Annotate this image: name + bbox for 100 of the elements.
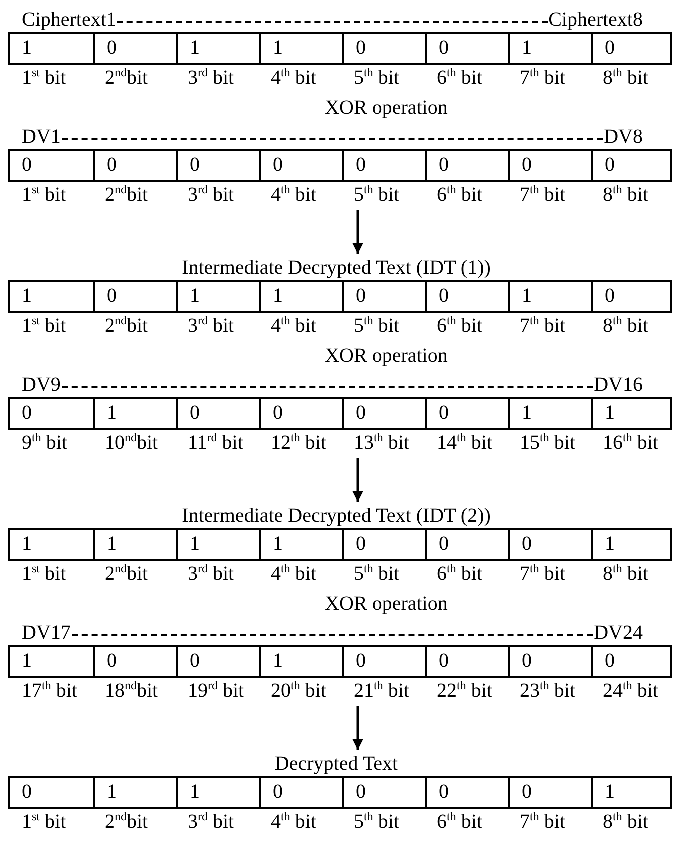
bit-cell: 1 — [259, 530, 342, 559]
bit-cell: 0 — [591, 647, 673, 676]
bit-cell: 0 — [259, 151, 342, 180]
bit-cell: 1 — [591, 399, 673, 428]
bit-label: 1$^{st}$ bit — [21, 182, 68, 208]
bit-label: 7$^{th}$ bit — [519, 65, 566, 91]
range-start-label: DV17 — [22, 621, 71, 645]
bit-label: 1$^{st}$ bit — [21, 561, 68, 587]
bit-cell: 0 — [591, 34, 673, 63]
bit-label: 5$^{th}$ bit — [353, 809, 400, 835]
bit-label: 18$^{nd}$bit — [104, 678, 160, 704]
bit-cell-text: 0 — [21, 780, 33, 805]
bit-label: 3$^{rd}$ bit — [187, 809, 236, 835]
bit-label: 7$^{th}$ bit — [519, 561, 566, 587]
bit-label: 13$^{th}$ bit — [353, 430, 410, 456]
bit-label: 15$^{th}$ bit — [519, 430, 576, 456]
bit-cell: 0 — [176, 647, 259, 676]
bit-label: 21$^{th}$ bit — [353, 678, 410, 704]
bit-label: 7$^{th}$ bit — [519, 182, 566, 208]
bit-label: 3$^{rd}$ bit — [187, 182, 236, 208]
bit-cell: 0 — [425, 530, 508, 559]
bit-label: 4$^{th}$ bit — [270, 65, 318, 91]
bit-cell: 1 — [259, 282, 342, 311]
bit-cell: 0 — [591, 282, 673, 311]
bit-label: 7$^{th}$ bit — [519, 809, 566, 835]
bit-cell: 0 — [93, 647, 176, 676]
bit-label: 6$^{th}$ bit — [436, 182, 484, 208]
bit-label: 8$^{th}$ bit — [602, 561, 650, 587]
bit-cell: 0 — [342, 778, 425, 807]
bit-label: 4$^{th}$ bit — [270, 313, 318, 339]
bit-label: 8$^{th}$ bit — [602, 182, 650, 208]
bit-label: 16$^{th}$ bit — [602, 430, 660, 456]
row-heading: Intermediate Decrypted Text (IDT (1)) — [182, 256, 491, 280]
bit-cell: 1 — [176, 282, 259, 311]
bit-cell: 0 — [425, 282, 508, 311]
bit-cell: 0 — [93, 151, 176, 180]
bit-cell: 0 — [425, 778, 508, 807]
bit-label: 6$^{th}$ bit — [436, 561, 484, 587]
bit-cell: 0 — [93, 34, 176, 63]
bit-label: 1$^{st}$ bit — [21, 313, 68, 339]
row-heading: Decrypted Text — [274, 752, 398, 776]
bit-label: 8$^{th}$ bit — [602, 809, 650, 835]
bit-label: 2$^{nd}$bit — [104, 313, 150, 339]
operation-label: XOR operation — [325, 593, 448, 615]
range-end-label: Ciphertext8 — [548, 8, 643, 32]
bit-label: 4$^{th}$ bit — [270, 809, 318, 835]
range-start-label: DV1 — [22, 125, 61, 149]
bit-cell: 0 — [342, 530, 425, 559]
bit-label: 2$^{nd}$bit — [104, 561, 150, 587]
arrow — [352, 706, 364, 750]
bit-cell: 0 — [176, 399, 259, 428]
bit-cell: 0 — [342, 34, 425, 63]
range-end-label: DV8 — [604, 125, 643, 149]
bit-cell: 1 — [93, 778, 176, 807]
bit-label: 7$^{th}$ bit — [519, 313, 566, 339]
bit-cell: 1 — [176, 34, 259, 63]
bit-cell: 1 — [93, 399, 176, 428]
bit-label: 3$^{rd}$ bit — [187, 561, 236, 587]
bit-label: 17$^{th}$ bit — [21, 678, 78, 704]
bit-label: 6$^{th}$ bit — [436, 809, 484, 835]
bit-cell: 1 — [591, 778, 673, 807]
bit-label: 22$^{th}$ bit — [436, 678, 494, 704]
bit-label: 4$^{th}$ bit — [270, 182, 318, 208]
bit-cell: 0 — [508, 647, 591, 676]
range-start-label: Ciphertext1 — [22, 8, 116, 32]
bit-cell: 0 — [342, 647, 425, 676]
bit-label: 1$^{st}$ bit — [21, 65, 68, 91]
bit-label: 1$^{st}$ bit — [21, 809, 68, 835]
bit-cell: 0 — [425, 399, 508, 428]
bit-label: 6$^{th}$ bit — [436, 65, 484, 91]
bit-cell: 1 — [93, 530, 176, 559]
bit-label: 5$^{th}$ bit — [353, 561, 400, 587]
bit-cell: 0 — [176, 151, 259, 180]
bit-label: 9$^{th}$ bit — [21, 430, 68, 456]
bit-label: 20$^{th}$ bit — [270, 678, 328, 704]
bit-cell: 1 — [176, 530, 259, 559]
arrow — [352, 458, 364, 502]
bit-cell: 0 — [425, 647, 508, 676]
range-end-label: DV24 — [594, 621, 643, 645]
row-heading: Intermediate Decrypted Text (IDT (2)) — [182, 504, 491, 528]
bit-label: 11$^{rd}$ bit — [187, 430, 244, 456]
bit-cell-text: 1 — [21, 284, 33, 309]
bit-cell: 0 — [342, 282, 425, 311]
bit-cell: 0 — [508, 778, 591, 807]
bit-label: 2$^{nd}$bit — [104, 182, 150, 208]
bit-cell: 1 — [508, 399, 591, 428]
bit-label: 12$^{th}$ bit — [270, 430, 328, 456]
bit-cell: 0 — [425, 34, 508, 63]
range-end-label: DV16 — [594, 373, 643, 397]
bit-cell: 0 — [342, 399, 425, 428]
bit-cell: 1 — [508, 282, 591, 311]
bit-label: 6$^{th}$ bit — [436, 313, 484, 339]
bit-cell: 0 — [93, 282, 176, 311]
bit-label: 3$^{rd}$ bit — [187, 65, 236, 91]
bit-label: 5$^{th}$ bit — [353, 65, 400, 91]
bit-cell: 1 — [176, 778, 259, 807]
operation-label: XOR operation — [325, 97, 448, 119]
arrow — [352, 210, 364, 254]
operation-label: XOR operation — [325, 345, 448, 367]
bit-cell: 0 — [259, 778, 342, 807]
